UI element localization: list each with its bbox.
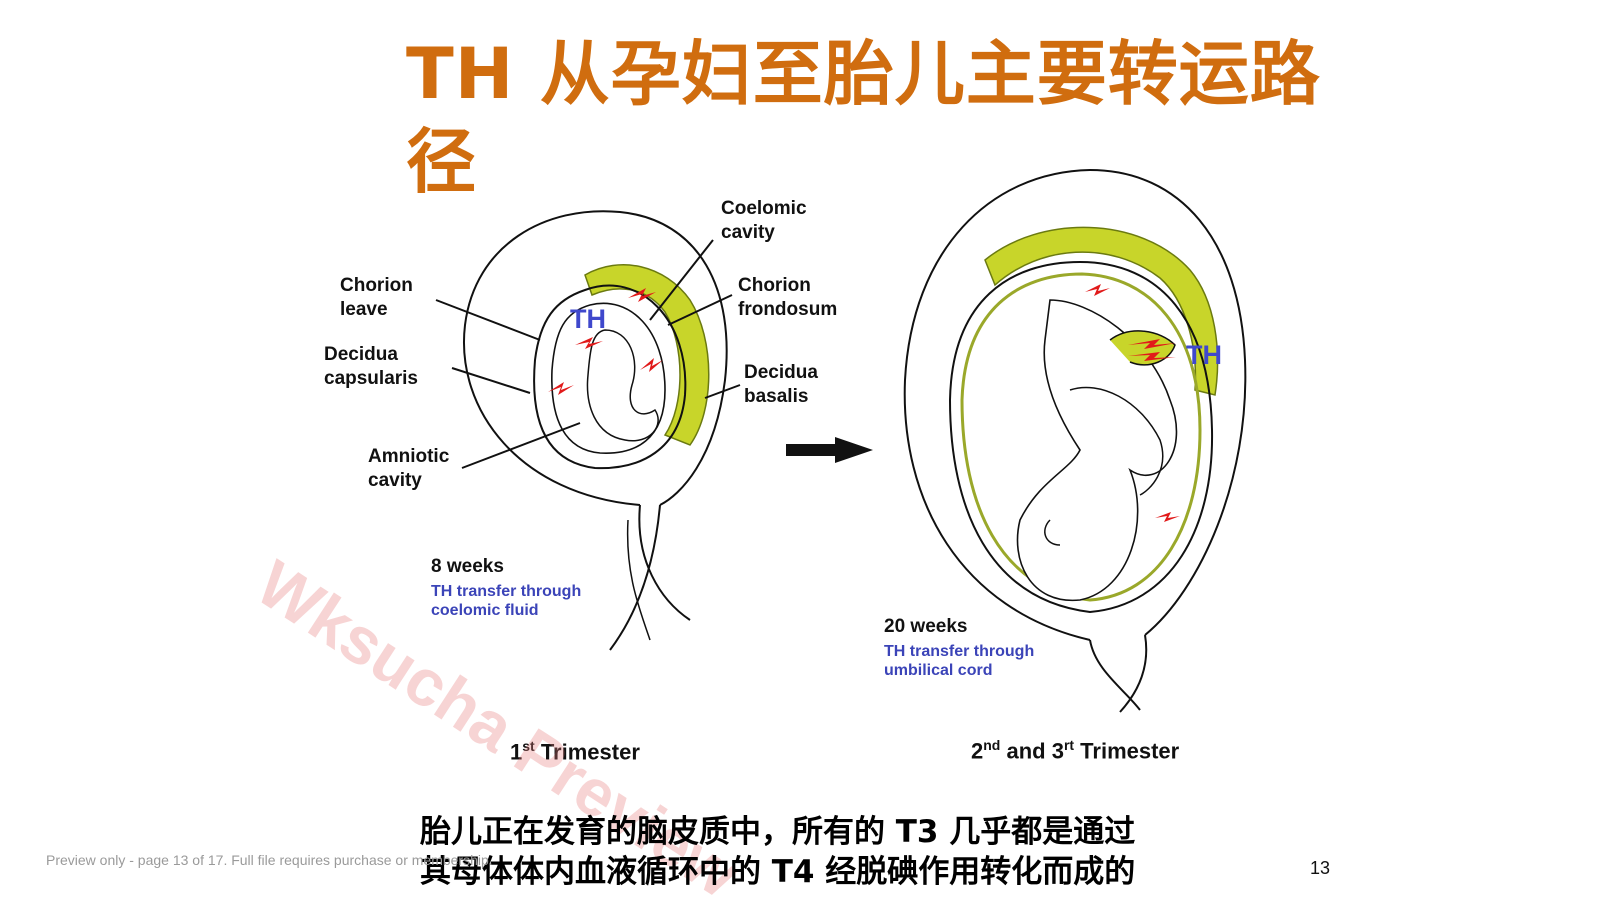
label-chorion-leave: Chorion leave: [340, 274, 413, 322]
placenta-first: [584, 264, 710, 446]
trimester-number: 2: [971, 738, 984, 764]
note-line: coelomic fluid: [431, 602, 539, 619]
transfer-arrows-right: [1085, 284, 1180, 522]
label-line: Chorion: [340, 275, 413, 296]
note-line: TH transfer through: [884, 643, 1035, 660]
th-label-left: TH: [570, 304, 606, 334]
chorion-ring: [533, 284, 687, 470]
trimester-word: Trimester: [1074, 738, 1180, 764]
trimester-suffix: st: [522, 738, 535, 754]
caption-line: 胎儿正在发育的脑皮质中，所有的 T3 几乎都是通过: [420, 814, 1136, 850]
embryo: [586, 329, 659, 442]
th-label-right: TH: [1186, 340, 1222, 370]
label-line: Decidua: [744, 362, 818, 383]
trimester-suffix: nd: [983, 737, 1001, 753]
page-number: 13: [1310, 858, 1331, 878]
trimester-suffix: rt: [1063, 737, 1075, 753]
label-line: Chorion: [738, 275, 811, 296]
label-line: Coelomic: [721, 198, 807, 219]
label-decidua-capsularis: Decidua capsularis: [324, 343, 418, 391]
placenta-second: [984, 226, 1219, 396]
label-line: cavity: [721, 222, 775, 243]
chorion-second: [948, 260, 1214, 614]
first-trimester-uterus: [463, 210, 728, 651]
label-amniotic-cavity: Amniotic cavity: [368, 445, 449, 493]
second-third-trimester-uterus: [903, 168, 1247, 713]
label-coelomic-cavity: Coelomic cavity: [721, 197, 807, 245]
trimester-label-right: 2nd and 3rt Trimester: [971, 737, 1179, 764]
label-line: leave: [340, 299, 388, 320]
label-lines: [435, 239, 741, 469]
trimester-word: Trimester: [540, 739, 640, 765]
label-chorion-frondosum: Chorion frondosum: [738, 274, 837, 322]
label-line: frondosum: [738, 299, 838, 320]
note-line: TH transfer through: [431, 583, 582, 600]
fetus: [1016, 299, 1178, 602]
progression-arrow: [786, 437, 873, 463]
label-line: Amniotic: [368, 446, 450, 467]
label-line: capsularis: [324, 368, 418, 389]
preview-footer-note: Preview only - page 13 of 17. Full file …: [46, 852, 493, 868]
transfer-note-left: TH transfer through coelomic fluid: [431, 582, 581, 620]
weeks-right: 20 weeks: [884, 616, 968, 637]
slide-title: TH 从孕妇至胎儿主要转运路径: [406, 33, 1321, 203]
caption-line: 其母体体内血液循环中的 T4 经脱碘作用转化而成的: [420, 854, 1136, 890]
label-line: basalis: [744, 386, 809, 407]
transfer-note-right: TH transfer through umbilical cord: [884, 642, 1034, 680]
weeks-left: 8 weeks: [431, 556, 504, 577]
slide-caption: 胎儿正在发育的脑皮质中，所有的 T3 几乎都是通过 其母体体内血液循环中的 T4…: [420, 812, 1220, 892]
label-decidua-basalis: Decidua basalis: [744, 361, 818, 409]
label-line: cavity: [368, 470, 422, 491]
trimester-label-left: 1st Trimester: [510, 738, 640, 765]
label-line: Decidua: [324, 344, 398, 365]
transfer-arrows-left: [548, 288, 663, 395]
trimester-and: and 3: [1000, 738, 1064, 764]
trimester-number: 1: [510, 739, 523, 765]
note-line: umbilical cord: [884, 662, 993, 679]
